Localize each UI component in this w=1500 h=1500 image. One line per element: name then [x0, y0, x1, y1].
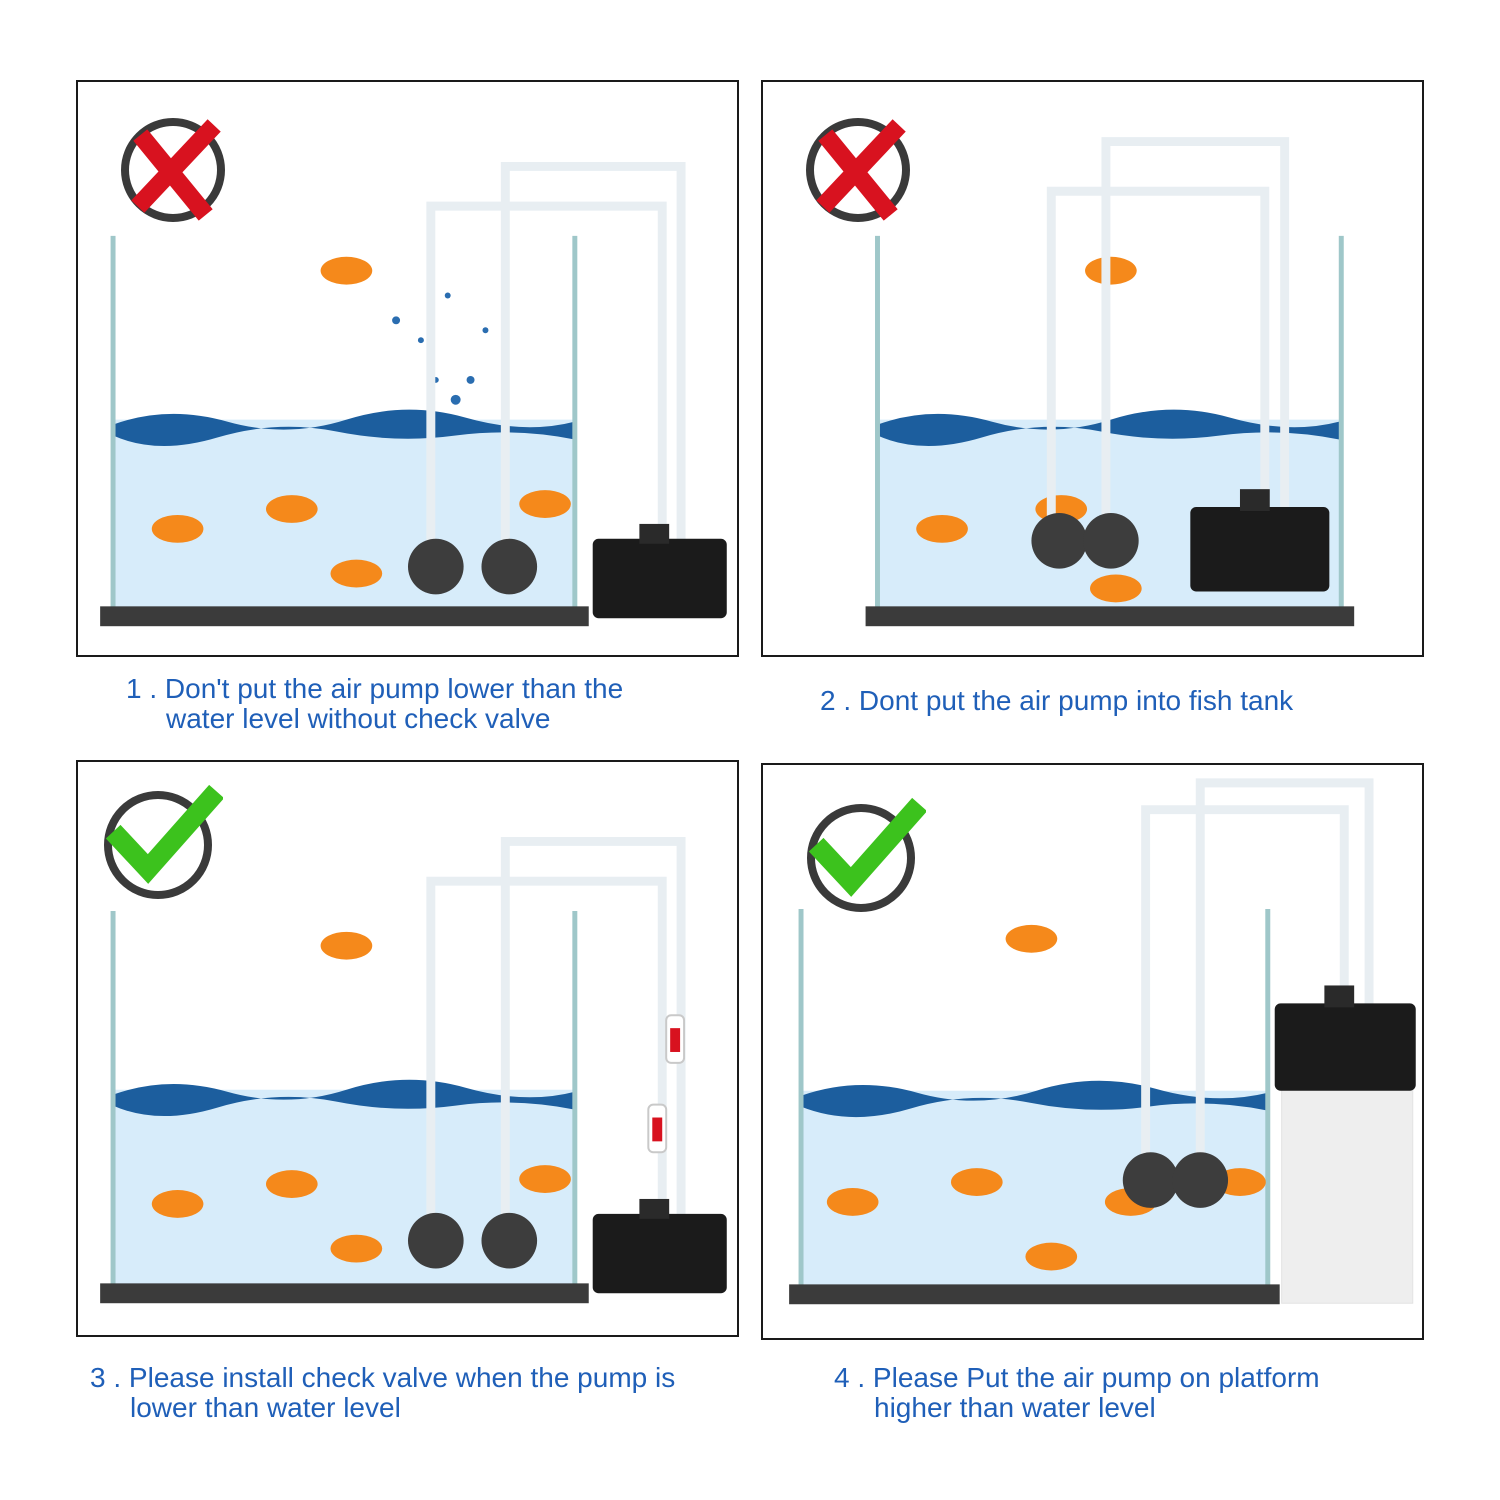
air-stone: [407, 1212, 464, 1269]
goldfish: [950, 1168, 1003, 1196]
caption-1: 1 . Don't put the air pump lower than th…: [126, 674, 623, 734]
caption-number: 4 .: [834, 1362, 866, 1393]
check-valve-core: [652, 1117, 663, 1142]
air-stone: [407, 538, 464, 595]
air-tubes: [1046, 137, 1290, 574]
fish: [916, 256, 1142, 603]
tank-base: [865, 606, 1355, 627]
panel-2: [761, 80, 1424, 657]
goldfish: [519, 490, 571, 518]
caption-2: 2 . Dont put the air pump into fish tank: [820, 686, 1293, 716]
air-stones: [407, 1212, 538, 1269]
goldfish: [1090, 574, 1142, 603]
water-surface: [113, 409, 575, 446]
cross-badge: [803, 112, 913, 222]
caption-line-2: water level without check valve: [166, 703, 551, 734]
diagram-2: [865, 137, 1355, 627]
tank: [789, 908, 1280, 1305]
caption-4: 4 . Please Put the air pump on platform …: [834, 1363, 1320, 1423]
goldfish: [151, 514, 204, 543]
cross-badge: [118, 112, 228, 222]
diagram-3: [100, 836, 727, 1304]
air-pump: [1274, 985, 1416, 1091]
caption-line-1: Dont put the air pump into fish tank: [858, 685, 1294, 716]
air-stones: [407, 538, 538, 595]
diagram-1: [100, 161, 727, 627]
caption-line-1: Don't put the air pump lower than the: [164, 673, 624, 704]
air-stone: [1083, 512, 1139, 569]
check-valve-core: [670, 1028, 681, 1052]
water-surface: [801, 1080, 1268, 1118]
goldfish: [330, 1234, 383, 1263]
air-stone: [481, 538, 538, 595]
caption-3: 3 . Please install check valve when the …: [90, 1363, 675, 1423]
caption-line-1: Please Put the air pump on platform: [872, 1362, 1320, 1393]
air-pump: [592, 523, 727, 619]
check-icon: [807, 797, 926, 912]
panel-4: [761, 763, 1424, 1340]
caption-number: 2 .: [820, 685, 852, 716]
caption-number: 1 .: [126, 673, 158, 704]
fish: [151, 931, 571, 1263]
tank-base: [100, 606, 589, 627]
caption-line-2: higher than water level: [874, 1392, 1156, 1423]
goldfish: [151, 1190, 204, 1218]
air-stone: [1031, 512, 1088, 569]
goldfish: [1025, 1242, 1078, 1271]
goldfish: [320, 931, 373, 960]
tank-base: [789, 1284, 1280, 1305]
platform: [1281, 1082, 1414, 1304]
cross-icon: [806, 118, 910, 222]
diagram-4: [789, 778, 1416, 1305]
water-surface: [113, 1079, 575, 1117]
goldfish: [1005, 924, 1058, 953]
air-stone: [481, 1212, 538, 1269]
check-icon: [104, 784, 223, 899]
caption-line-2: lower than water level: [130, 1392, 401, 1423]
check-badge: [98, 777, 223, 902]
goldfish: [330, 559, 383, 588]
check-valves: [647, 1014, 686, 1154]
fish: [151, 256, 571, 588]
goldfish: [265, 1170, 318, 1198]
goldfish: [916, 514, 968, 543]
goldfish: [320, 256, 373, 285]
caption-number: 3 .: [90, 1362, 122, 1393]
goldfish: [519, 1165, 571, 1193]
air-stones: [1122, 1152, 1229, 1208]
air-pump: [592, 1198, 727, 1294]
caption-line-1: Please install check valve when the pump…: [128, 1362, 676, 1393]
goldfish: [826, 1188, 879, 1216]
air-stones: [1031, 512, 1139, 569]
air-stone: [1172, 1152, 1229, 1208]
air-stone: [1122, 1152, 1179, 1208]
goldfish: [1085, 256, 1137, 285]
air-tubes: [1141, 778, 1374, 1183]
panel-3: [76, 760, 739, 1337]
goldfish: [265, 495, 318, 523]
panel-1: [76, 80, 739, 657]
splash: [392, 292, 489, 405]
cross-icon: [121, 118, 225, 222]
tank-base: [100, 1283, 589, 1304]
air-pump: [1190, 489, 1330, 592]
check-badge: [801, 790, 926, 915]
air-tubes: [426, 161, 686, 599]
